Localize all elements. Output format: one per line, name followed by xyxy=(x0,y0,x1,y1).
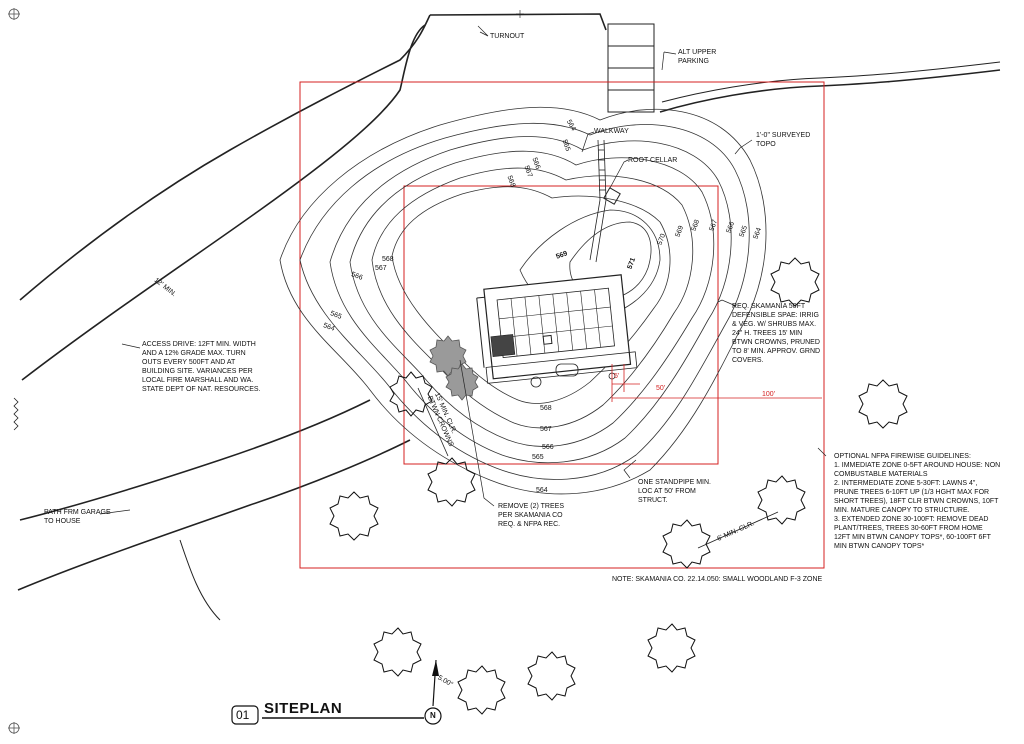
house-footprint xyxy=(476,274,638,384)
defensible-space-note: REQ. SKAMANIA 50FT DEFENSIBLE SPAE: IRRI… xyxy=(732,303,821,364)
contour-line xyxy=(299,122,750,480)
dim-5ft: 5' xyxy=(614,373,620,380)
alt-parking-stalls xyxy=(607,23,655,113)
standpipe-note: ONE STANDPIPE MIN. LOC AT 50' FROM STRUC… xyxy=(638,479,711,504)
registration-mark-bottom xyxy=(8,722,20,734)
nfpa-guidelines-note: OPTIONAL NFPA FIREWISE GUIDELINES: 1. IM… xyxy=(834,453,1001,550)
tree xyxy=(329,491,379,541)
north-arrow-label: N xyxy=(430,711,436,720)
tree xyxy=(527,651,576,701)
contour-line xyxy=(391,186,671,404)
access-drive xyxy=(17,13,1001,621)
dim-50ft: 50' xyxy=(656,385,666,392)
root-cellar xyxy=(603,187,621,205)
defensible-space-boundary xyxy=(403,185,719,465)
contour-label: 568 xyxy=(540,405,552,412)
contour-line xyxy=(349,150,715,447)
clearance-dimension xyxy=(417,387,779,549)
walkway xyxy=(589,139,607,263)
tree xyxy=(427,457,476,507)
leader-lines xyxy=(99,25,827,515)
alt-parking-label: ALT UPPER PARKING xyxy=(678,49,717,65)
tree xyxy=(662,519,711,569)
extended-zone-boundary xyxy=(299,81,825,569)
break-line xyxy=(13,397,19,431)
contour-label: 568 xyxy=(382,256,394,263)
turnout-label: TURNOUT xyxy=(490,33,525,40)
sheet-number: 01 xyxy=(236,708,250,722)
remove-trees-note: REMOVE (2) TREES PER SKAMANIA CO REQ. & … xyxy=(498,503,564,528)
tree xyxy=(457,665,506,715)
tree xyxy=(647,623,696,673)
sheet-title: SITEPLAN xyxy=(264,700,343,717)
path-garage-label: PATH FRM GARAGE TO HOUSE xyxy=(44,509,111,525)
contour-line xyxy=(329,136,732,464)
zoning-note: NOTE: SKAMANIA CO. 22.14.050: SMALL WOOD… xyxy=(612,576,823,583)
tree xyxy=(373,627,422,677)
dim-100ft: 100' xyxy=(762,391,776,398)
title-block xyxy=(231,659,442,725)
access-drive-note: ACCESS DRIVE: 12FT MIN. WIDTH AND A 12% … xyxy=(142,341,261,393)
trees-to-remove xyxy=(429,335,479,401)
tree xyxy=(757,475,806,525)
contour-label: 566 xyxy=(542,444,554,451)
registration-mark-top xyxy=(8,8,20,20)
walkway-label: WALKWAY xyxy=(594,128,629,135)
north-arrow xyxy=(424,707,442,725)
tree xyxy=(389,371,433,417)
patio xyxy=(530,363,616,388)
contour-label: 567 xyxy=(540,426,552,433)
contour-label: 567 xyxy=(375,265,387,272)
surveyed-topo-label: 1'-0" SURVEYED TOPO xyxy=(756,132,811,148)
contour-label: 564 xyxy=(536,487,548,494)
root-cellar-label: ROOT CELLAR xyxy=(628,157,678,164)
contour-line xyxy=(279,106,767,495)
dimension-lines xyxy=(611,364,822,402)
tree xyxy=(770,257,820,307)
trees xyxy=(329,257,908,715)
contour-label: 565 xyxy=(532,454,544,461)
tree xyxy=(858,379,908,429)
